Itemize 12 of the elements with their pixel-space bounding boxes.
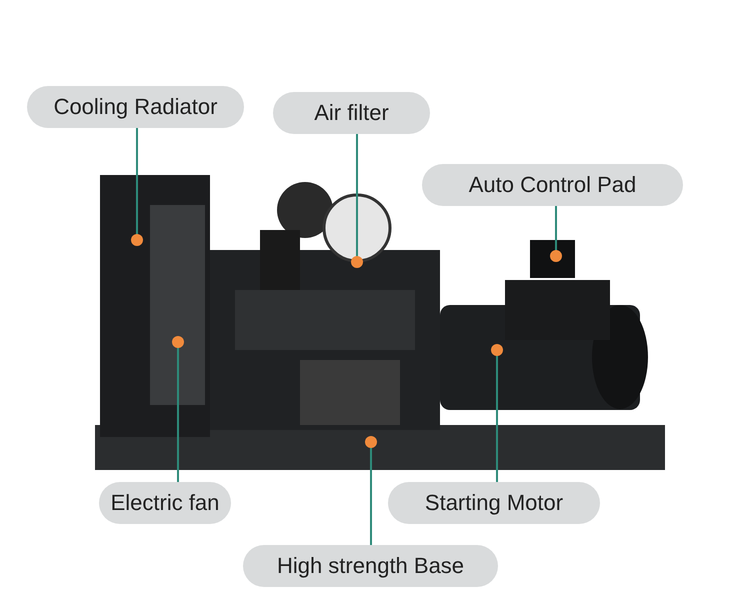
callout-label: Auto Control Pad (422, 164, 683, 206)
leader-line (131, 128, 143, 246)
leader-line (550, 206, 562, 262)
callout-label: Air filter (273, 92, 430, 134)
leader-line (491, 344, 503, 482)
callout-label: High strength Base (243, 545, 498, 587)
leader-line (365, 436, 377, 545)
leader-line (172, 336, 184, 482)
callout-label: Starting Motor (388, 482, 600, 524)
callout-label: Cooling Radiator (27, 86, 244, 128)
callout-label: Electric fan (99, 482, 231, 524)
leader-line (351, 134, 363, 268)
